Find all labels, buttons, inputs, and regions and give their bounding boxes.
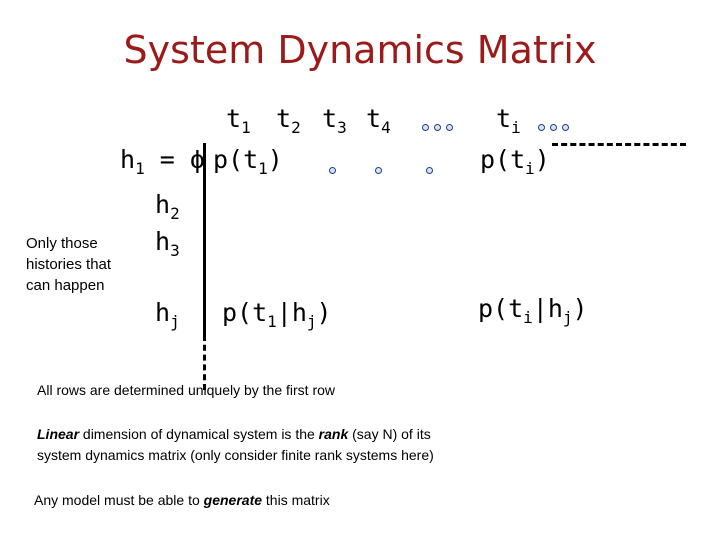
matrix-left-border: [203, 143, 206, 335]
column-header-t4: t4: [366, 104, 391, 137]
note-generate-matrix: Any model must be able to generate this …: [34, 492, 330, 508]
ellipsis-dot: [434, 124, 441, 131]
ellipsis-dot: [375, 167, 382, 174]
matrix-top-border-dashed: [552, 143, 686, 146]
row-label-h1: h1 = ϕ: [120, 145, 205, 178]
ellipsis-dot: [329, 167, 336, 174]
side-note-line: can happen: [26, 277, 105, 294]
column-header-t2: t2: [276, 104, 301, 137]
page-title: System Dynamics Matrix: [123, 28, 597, 72]
ellipsis-dot: [538, 124, 545, 131]
ellipsis-dot: [422, 124, 429, 131]
side-note: Only those histories that can happen: [26, 233, 111, 296]
side-note-line: histories that: [26, 256, 112, 273]
cell-p-ti-given-hj: p(ti|hj): [478, 294, 588, 327]
cell-p-t1-given-hj: p(t1|hj): [222, 298, 332, 331]
row-label-hj: hj: [155, 298, 180, 331]
row-label-h2: h2: [155, 190, 180, 223]
column-header-t1: t1: [226, 104, 251, 137]
column-header-t3: t3: [322, 104, 347, 137]
note-rows-determined: All rows are determined uniquely by the …: [37, 382, 336, 398]
cell-p-ti: p(ti): [480, 145, 550, 178]
ellipsis-dot: [446, 124, 453, 131]
matrix-left-border-dashed: [203, 335, 206, 390]
cell-p-t1: p(t1): [213, 145, 283, 178]
column-header-ti: ti: [496, 104, 521, 137]
ellipsis-dot: [562, 124, 569, 131]
note-finite-rank: system dynamics matrix (only consider fi…: [37, 447, 434, 463]
side-note-line: Only those: [26, 235, 98, 252]
ellipsis-dot: [426, 167, 433, 174]
note-linear-dimension: Linear dimension of dynamical system is …: [37, 426, 431, 442]
ellipsis-dot: [550, 124, 557, 131]
row-label-h3: h3: [155, 227, 180, 260]
